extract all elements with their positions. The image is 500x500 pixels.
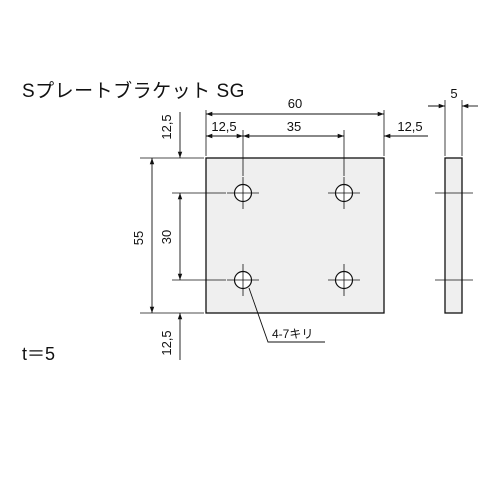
top-extension-lines: [205, 110, 385, 176]
dim-label-right-edge: 12,5: [397, 119, 422, 134]
dim-label-35: 35: [287, 119, 301, 134]
drawing-title: Sプレートブラケット SG: [22, 81, 245, 102]
callout-leader: [248, 287, 325, 343]
dim-label-30: 30: [159, 230, 174, 244]
side-extension-lines: [444, 100, 463, 156]
side-view-center-lines: [435, 192, 473, 281]
dim-label-5: 5: [450, 86, 457, 101]
dim-label-55: 55: [131, 231, 146, 245]
thickness-note: t＝5: [22, 344, 56, 364]
callout-label: 4-7キリ: [272, 327, 313, 341]
dim-label-left-edge: 12,5: [211, 119, 236, 134]
dim-label-60: 60: [288, 96, 302, 111]
plate-front-view: [205, 157, 385, 314]
dim-label-bottom-edge: 12,5: [159, 330, 174, 355]
hole-center-lines: [227, 177, 360, 296]
plate-side-view: [444, 157, 463, 314]
dim-label-top-edge: 12,5: [159, 114, 174, 139]
